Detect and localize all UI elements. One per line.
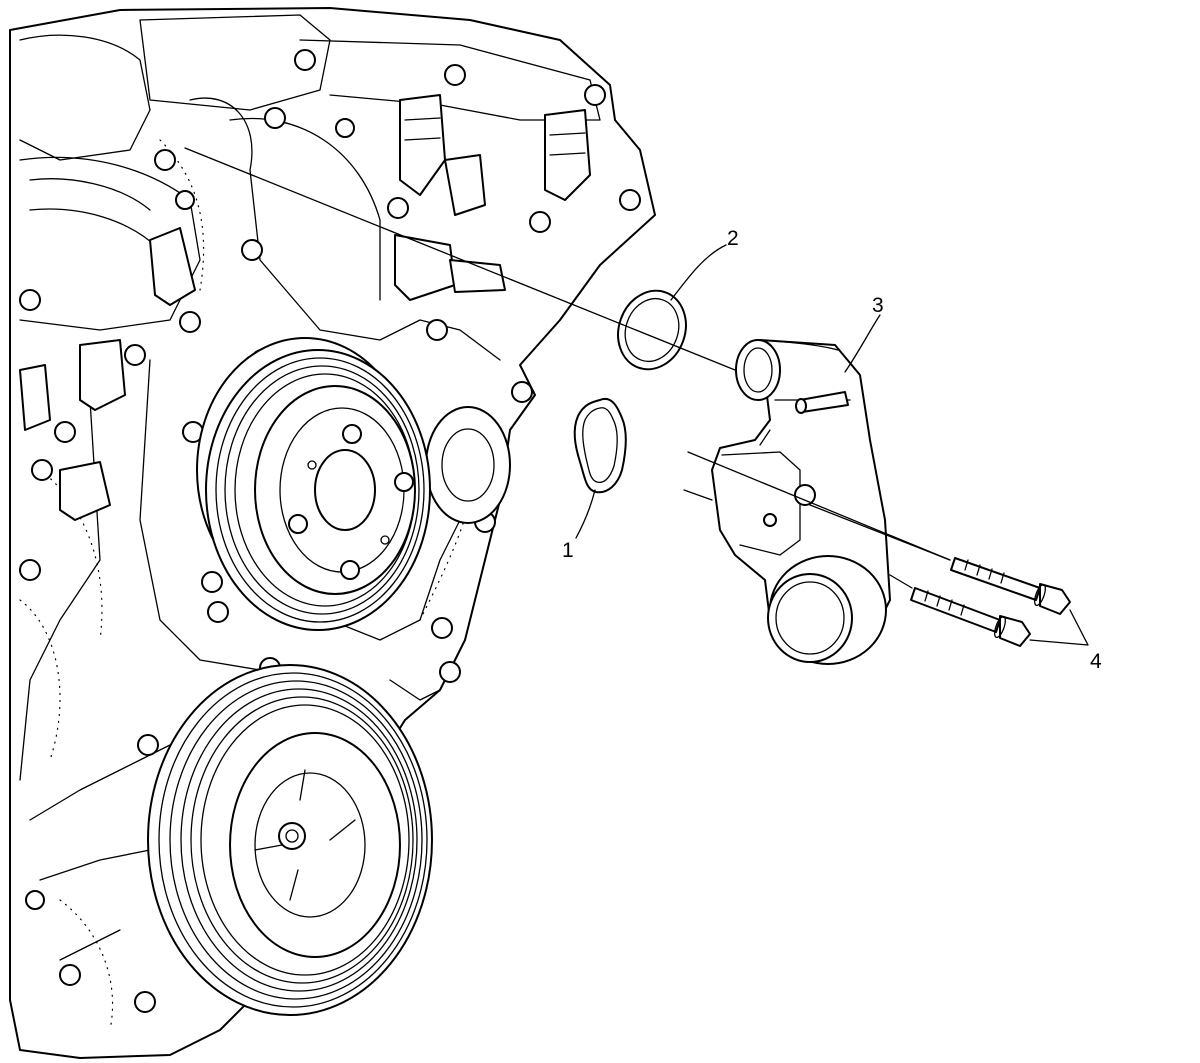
gasket-part-1 bbox=[573, 397, 627, 494]
water-pump-pulley bbox=[205, 349, 431, 631]
callout-3: 3 bbox=[872, 294, 884, 317]
crankshaft-balancer bbox=[147, 664, 433, 1016]
callout-4: 4 bbox=[1090, 650, 1102, 673]
bolts-part-4 bbox=[910, 557, 1071, 647]
callout-2: 2 bbox=[727, 227, 739, 250]
o-ring-part-2 bbox=[617, 289, 687, 371]
leader-lines bbox=[184, 147, 1089, 646]
callout-1: 1 bbox=[562, 539, 574, 562]
coolant-outlet-housing-part-3 bbox=[711, 339, 891, 665]
